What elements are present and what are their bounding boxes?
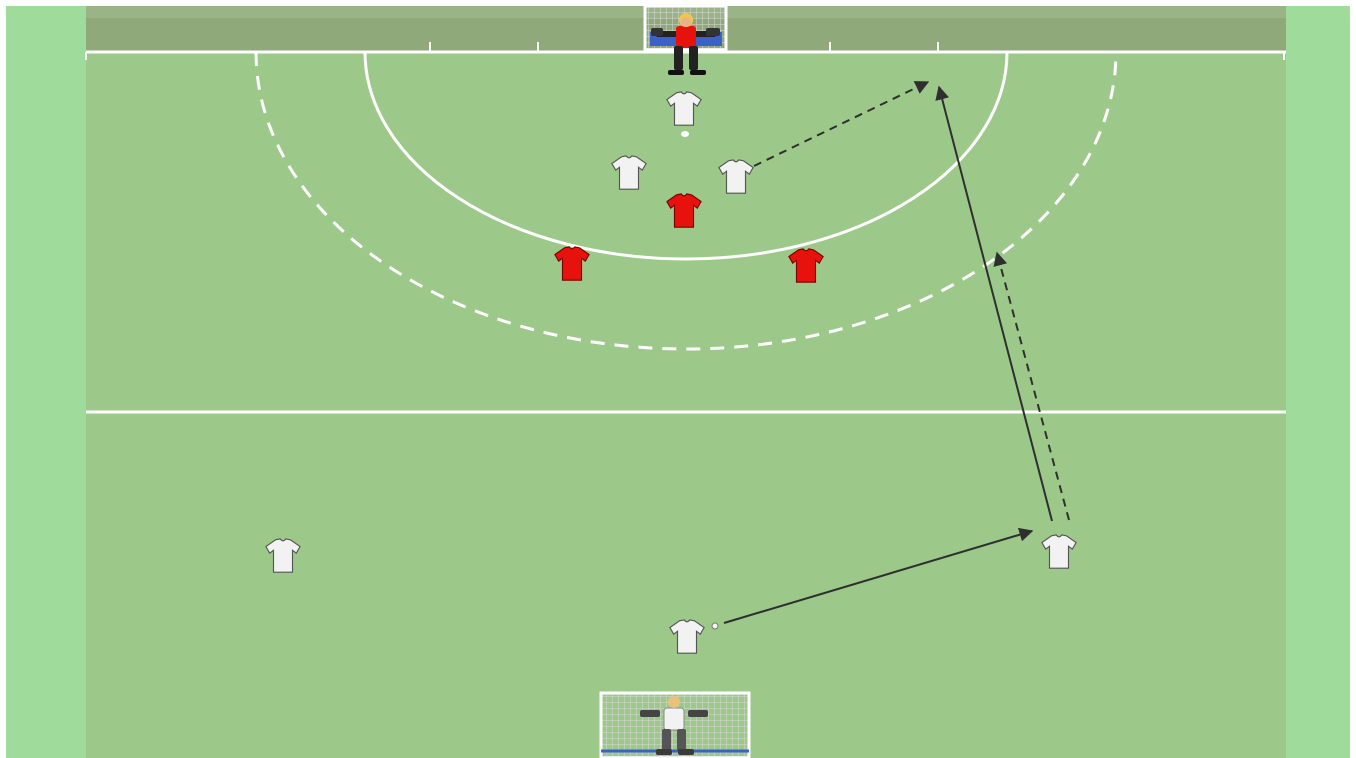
penalty-spot xyxy=(681,131,689,137)
right-margin xyxy=(1286,6,1350,758)
left-margin xyxy=(6,6,86,758)
ball-icon xyxy=(712,623,718,629)
